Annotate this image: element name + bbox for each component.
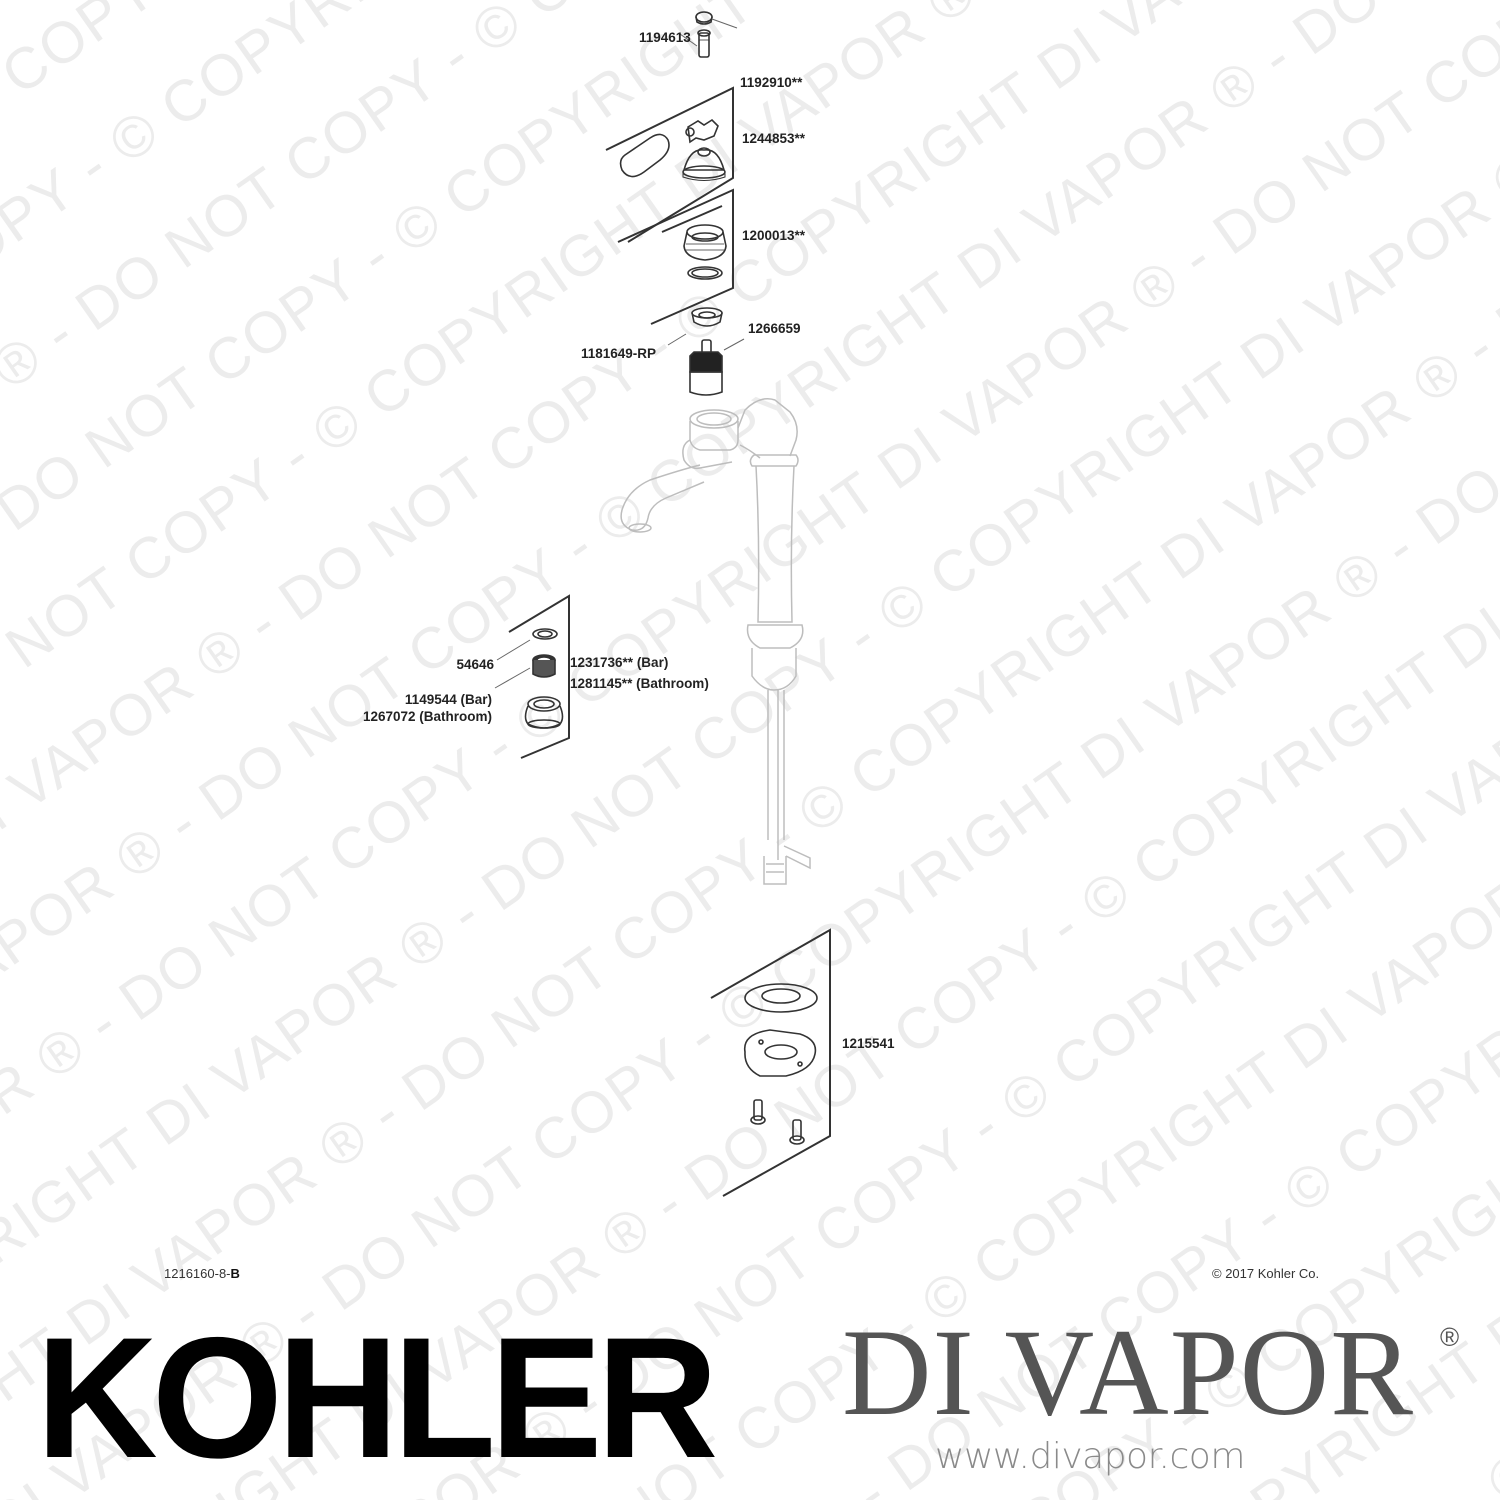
part-label-1231736-bar: 1231736** (Bar) xyxy=(570,655,669,670)
aerator-housing-icon xyxy=(524,696,564,729)
part-label-1192910: 1192910** xyxy=(740,75,803,90)
faucet-body-icon xyxy=(620,398,811,885)
stop-nut-1181649-icon xyxy=(691,307,723,327)
washer-54646-icon xyxy=(532,628,558,640)
handle-adapter-icon xyxy=(685,118,719,144)
document-number-text: 1216160-8- xyxy=(164,1266,231,1281)
part-label-1267072-bathroom: 1267072 (Bathroom) xyxy=(362,709,492,724)
bonnet-nut-icon xyxy=(683,224,727,261)
o-ring-icon xyxy=(687,266,723,280)
mounting-plate-icon xyxy=(743,1029,817,1077)
document-revision: B xyxy=(230,1266,240,1281)
aerator-insert-icon xyxy=(532,654,556,678)
part-label-1181649-rp: 1181649-RP xyxy=(580,346,656,361)
screw-1194613-icon xyxy=(697,29,711,58)
cap-1192910-icon xyxy=(695,11,713,25)
cartridge-1266659-icon xyxy=(689,339,723,396)
part-label-1215541: 1215541 xyxy=(842,1036,895,1051)
part-label-1281145-bathroom: 1281145** (Bathroom) xyxy=(570,676,709,691)
document-number: 1216160-8-B xyxy=(164,1266,240,1281)
part-label-1149544-bar: 1149544 (Bar) xyxy=(404,692,492,707)
handle-escutcheon-icon xyxy=(682,147,726,181)
kohler-logo: KOHLER xyxy=(36,1302,718,1494)
part-label-1266659: 1266659 xyxy=(748,321,801,336)
divapor-url: www.divapor.com xyxy=(935,1436,1245,1477)
part-label-1200013: 1200013** xyxy=(742,228,806,243)
part-label-1194613: 1194613 xyxy=(639,30,691,45)
registered-mark-icon: ® xyxy=(1440,1322,1460,1352)
part-label-1244853: 1244853** xyxy=(742,131,806,146)
kohler-copyright: © 2017 Kohler Co. xyxy=(1212,1266,1320,1281)
lever-handle-icon xyxy=(619,133,670,178)
mounting-screw-icon xyxy=(789,1119,805,1145)
mounting-screw-icon xyxy=(750,1099,766,1125)
part-label-54646: 54646 xyxy=(456,657,494,672)
divapor-logo: DI VAPOR xyxy=(842,1304,1414,1441)
gasket-ring-icon xyxy=(744,983,818,1013)
